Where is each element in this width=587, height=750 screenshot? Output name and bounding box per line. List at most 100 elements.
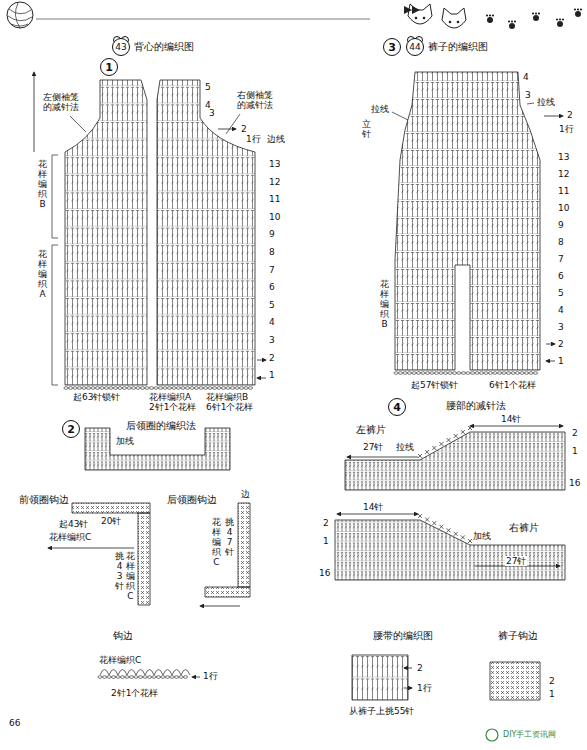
chain-stitch (102, 676, 106, 679)
chain-stitch (466, 372, 470, 375)
chain-stitch (179, 676, 183, 679)
chain-stitch (77, 387, 81, 390)
chain-stitch (217, 387, 221, 390)
chain-stitch (221, 387, 225, 390)
chain-stitch (147, 676, 151, 679)
chart-label: 2 (548, 676, 556, 686)
chart-label: 2 (566, 110, 574, 120)
chain-stitch (190, 387, 194, 390)
sc-mark (461, 535, 465, 539)
dimension-arrow (200, 606, 240, 607)
number-circle: 4 (388, 398, 406, 416)
chart-label: 13 (268, 159, 281, 169)
chart-label: 花样编织A 2针1个花样 (148, 392, 200, 413)
leader-line (392, 112, 408, 120)
chain-stitch (98, 676, 102, 679)
chart-label: 2 (240, 124, 248, 134)
chain-stitch (111, 676, 115, 679)
chart-label: 裤子钩边 (497, 630, 539, 642)
chart-label: 拉线 (536, 97, 556, 107)
vertical-note: 挑43针 (115, 552, 124, 592)
chain-stitch (140, 387, 144, 390)
chain-stitch (156, 676, 160, 679)
chain-stitch (403, 372, 407, 375)
sc-mark (439, 525, 443, 529)
figure-title: 裤子的编织图 (428, 40, 488, 54)
chart-label: 边 (240, 489, 251, 499)
chart-label: 1 (548, 689, 556, 699)
chart-label: 钩边 (112, 630, 134, 642)
dimension-arrow (404, 668, 412, 669)
figure-badge: 43背心的编织图 (112, 38, 194, 56)
section-number-text: 1 (105, 61, 113, 74)
chain-stitch (520, 372, 524, 375)
dimension-arrow (48, 548, 134, 549)
vertical-note: 挑47针 (225, 518, 234, 558)
vertical-note: 花样编织B (38, 160, 47, 209)
chain-stitch (73, 387, 77, 390)
chain-stitch (143, 676, 147, 679)
chain-stitch (145, 387, 149, 390)
number-circle: 3 (383, 38, 401, 56)
figure-number: 43 (115, 42, 126, 52)
chart-label: 3 (268, 335, 276, 345)
chart-label: 加线 (472, 531, 492, 541)
dimension-arrow (218, 129, 236, 130)
chain-stitch (203, 387, 207, 390)
chart-label: 4 (522, 72, 530, 82)
cat-eye (415, 17, 418, 20)
chart-label: 2 (571, 428, 579, 438)
chart-label: 2 (322, 518, 330, 528)
chart-label: 前领圈钩边 (18, 494, 70, 506)
bracket-line (52, 245, 58, 246)
sc-mark (418, 454, 422, 458)
cat-head (408, 4, 432, 24)
sc-mark (432, 446, 436, 450)
chain-arch (154, 670, 163, 676)
chain-stitch (185, 387, 189, 390)
chart-label: 7 (268, 265, 276, 275)
chart-label: 12 (557, 169, 570, 179)
chart-label: 起57针锁针 (410, 380, 459, 390)
chain-stitch (484, 372, 488, 375)
chart-label: 2 (416, 663, 424, 673)
vertical-note: 花样编织A (38, 250, 47, 299)
chain-arch (145, 670, 154, 676)
bracket-line (52, 245, 53, 385)
dimension-arrow (404, 688, 412, 689)
sc-mark (418, 514, 422, 518)
chain-stitch (533, 372, 537, 375)
dimension-arrow (546, 344, 555, 345)
chart-label: 5 (268, 300, 276, 310)
sc-mark (418, 454, 422, 458)
vertical-note: 花样编织C (212, 518, 221, 567)
sc-mark (454, 434, 458, 438)
sc-mark (461, 430, 465, 434)
chain-stitch (118, 387, 122, 390)
chain-stitch (127, 387, 131, 390)
chain-stitch (167, 387, 171, 390)
paw-toe (538, 12, 540, 14)
section-number-text: 3 (388, 41, 396, 54)
chart-label: 1 (557, 356, 565, 366)
front-neck-edge (138, 513, 150, 605)
dimension-arrow (347, 457, 418, 458)
chain-stitch (412, 372, 416, 375)
chain-stitch (165, 676, 169, 679)
chart-label: 从裤子上挑55针 (348, 706, 415, 716)
sc-mark (439, 442, 443, 446)
sc-mark (418, 514, 422, 518)
sc-mark (454, 532, 458, 536)
chain-stitch (502, 372, 506, 375)
chain-stitch (479, 372, 483, 375)
chart-label: 9 (557, 220, 565, 230)
chain-stitch (452, 372, 456, 375)
chart-label: 10 (557, 203, 570, 213)
chain-arch (136, 670, 145, 676)
chain-stitch (398, 372, 402, 375)
chain-stitch (163, 387, 167, 390)
chart-label: 3 (557, 322, 565, 332)
chain-arch (100, 670, 109, 676)
vest-left-piece (65, 80, 147, 385)
chain-stitch (131, 387, 135, 390)
